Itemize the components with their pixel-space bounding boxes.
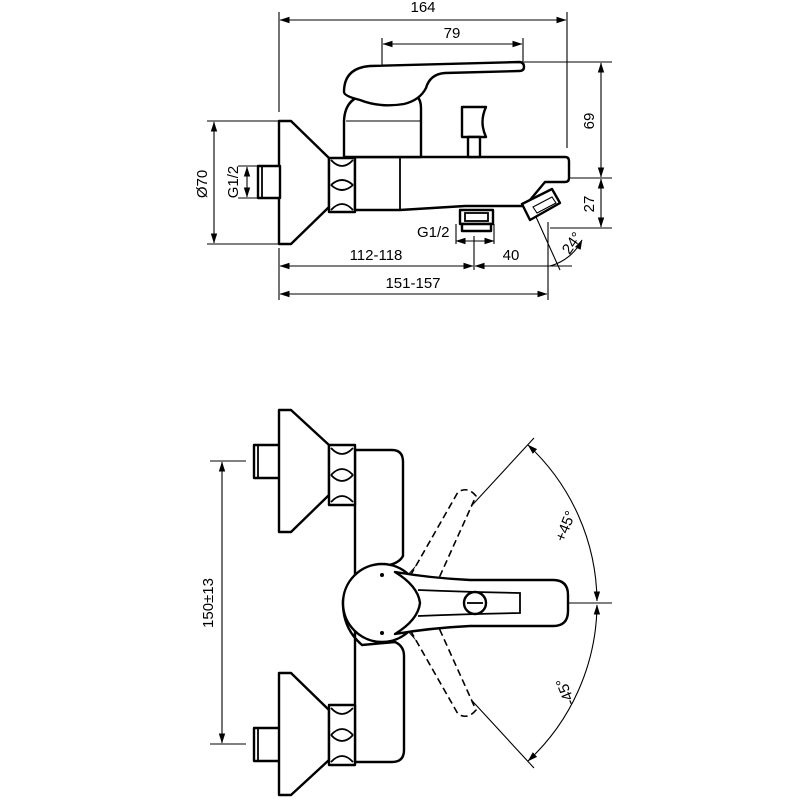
lever-position-plus45 [403,488,477,600]
dim-angle-plus: +45° [552,509,580,545]
side-view: 164 79 69 27 Ø70 G1/2 G1/2 112-118 40 24… [194,0,612,300]
cartridge-mark-top [380,573,384,577]
inlet-pipe [256,164,282,200]
dim-spout-angle: 24° [559,229,586,257]
side-extension-lines [207,12,612,300]
dim-lever-length: 79 [444,25,461,42]
spout-aerator [520,187,562,222]
mixer-body [353,155,571,212]
side-dimension-lines [210,16,605,298]
dim-wall-to-outlet: 112-118 [350,247,403,264]
lever-position-minus45 [403,606,477,718]
diverter-knob[interactable] [460,105,488,159]
outlet-fitting [458,208,495,233]
dim-spout-height: 27 [581,196,598,213]
top-view: 150±13 +45° -45° [200,408,612,797]
dim-overall-width: 164 [410,0,435,16]
dim-inlet-thread: G1/2 [225,166,242,199]
dim-total-projection: 151-157 [385,275,440,292]
dim-outlet-to-spout: 40 [503,247,520,264]
bottom-hex-nut [327,703,357,767]
dim-outlet-thread: G1/2 [417,224,450,241]
hex-nut [327,156,357,214]
bottom-rosette [277,671,331,797]
cartridge-mark-bottom [380,631,384,635]
dim-height: 69 [581,113,598,130]
dim-centers: 150±13 [200,578,217,628]
dim-angle-minus: -45° [553,676,579,708]
top-rosette [277,408,331,534]
lever-handle[interactable] [342,60,526,107]
top-hex-nut [327,443,357,507]
dim-inlet-diameter: Ø70 [194,170,211,198]
wall-rosette [277,119,331,246]
top-dimension-lines [210,437,612,769]
